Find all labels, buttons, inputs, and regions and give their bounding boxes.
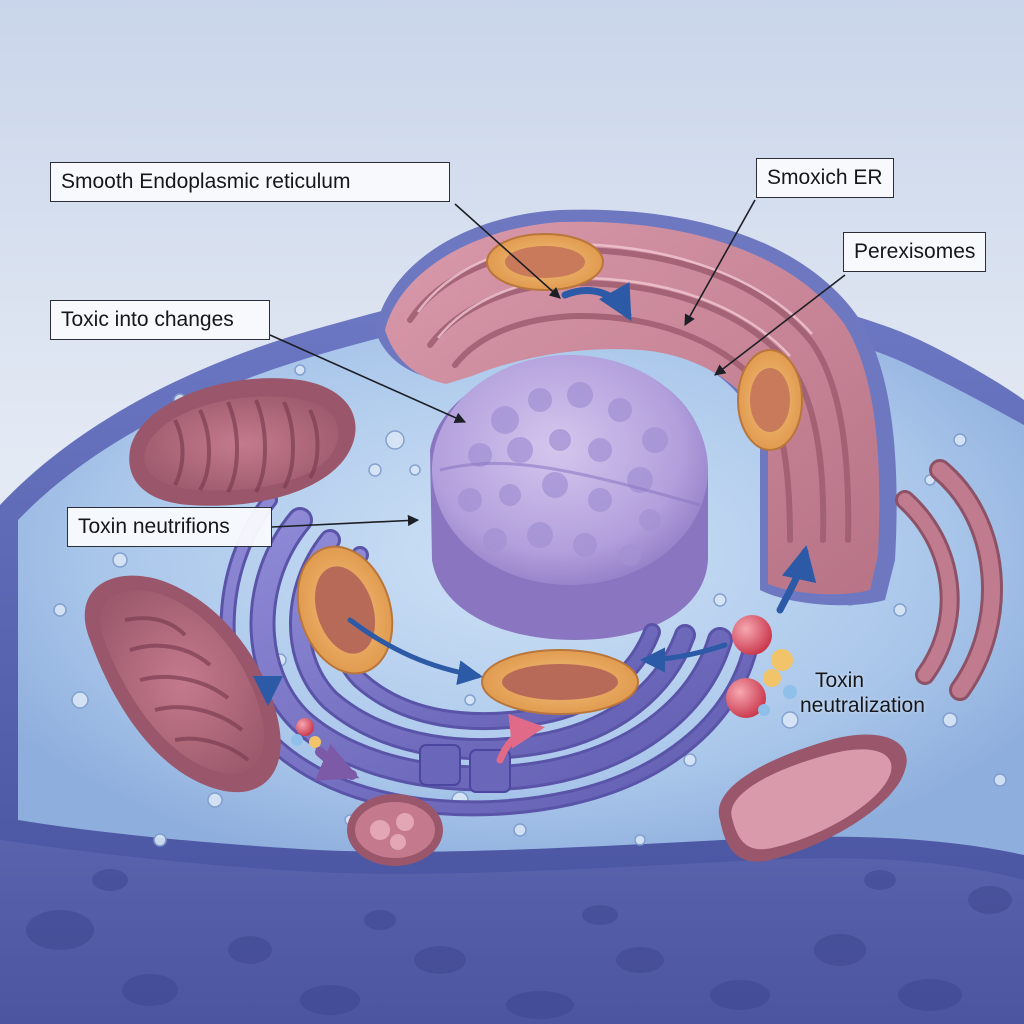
mitochondrion-upper-left [129,378,356,506]
label-perexisomes: Perexisomes [843,232,987,272]
label-toxin-neutralization-line2: neutralization [800,694,925,717]
label-toxin-neutralization-line1: Toxin [815,669,865,692]
label-toxin-neutrifions: Toxin neutrifions [67,507,272,547]
lysosome [347,794,443,866]
golgi-right [895,459,1003,701]
nucleus [430,355,708,640]
toxin-molecules [291,615,797,748]
pathway-arrows [253,282,817,781]
leader-lines [269,199,846,528]
label-toxic-into-changes: Toxic into changes [50,300,270,340]
peroxisome-right [737,349,803,451]
label-smooth-endoplasmic-reticulum: Smooth Endoplasmic reticulum [50,162,450,202]
mitochondrion-lower-right [718,734,907,862]
label-smoxich-er: Smoxich ER [756,158,894,198]
peroxisome-upper [486,233,604,291]
peroxisome-center [481,649,639,715]
peroxisome-left [296,545,394,675]
mitochondrion-lower-left [84,575,281,793]
